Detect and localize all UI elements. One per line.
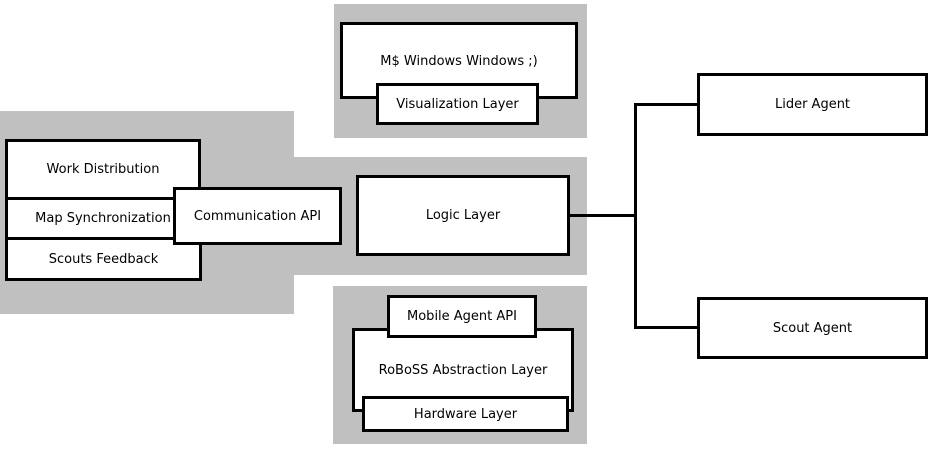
mobile-agent-api-label: Mobile Agent API xyxy=(407,309,517,324)
map-synchronization-box: Map Synchronization xyxy=(5,197,201,240)
visualization-layer-box: Visualization Layer xyxy=(376,83,539,125)
hardware-layer-label: Hardware Layer xyxy=(413,406,518,422)
logic-layer-box: Logic Layer xyxy=(356,175,570,256)
work-distribution-label: Work Distribution xyxy=(46,162,160,177)
hardware-layer-box: Hardware Layer xyxy=(362,396,569,432)
mobile-agent-api-box: Mobile Agent API xyxy=(387,295,537,338)
logic-to-bus-connector xyxy=(569,214,637,217)
visualization-layer-label: Visualization Layer xyxy=(396,96,519,112)
map-synchronization-label: Map Synchronization xyxy=(35,211,171,226)
lider-agent-box: Lider Agent xyxy=(697,73,928,136)
lider-agent-label: Lider Agent xyxy=(774,97,851,112)
scouts-feedback-label: Scouts Feedback xyxy=(48,251,159,267)
windows-label: M$ Windows Windows ;) xyxy=(380,54,538,69)
bus-to-lider-connector xyxy=(634,103,700,106)
roboss-abstraction-label: RoBoSS Abstraction Layer xyxy=(378,362,548,378)
communication-api-label: Communication API xyxy=(193,208,322,224)
scout-agent-label: Scout Agent xyxy=(772,320,853,336)
bus-to-scout-connector xyxy=(634,326,700,329)
work-distribution-box: Work Distribution xyxy=(5,139,201,200)
scout-agent-box: Scout Agent xyxy=(697,297,928,359)
communication-api-box: Communication API xyxy=(173,187,342,245)
agent-bus-connector xyxy=(634,103,637,329)
scouts-feedback-box: Scouts Feedback xyxy=(5,237,202,281)
logic-layer-label: Logic Layer xyxy=(425,208,501,223)
